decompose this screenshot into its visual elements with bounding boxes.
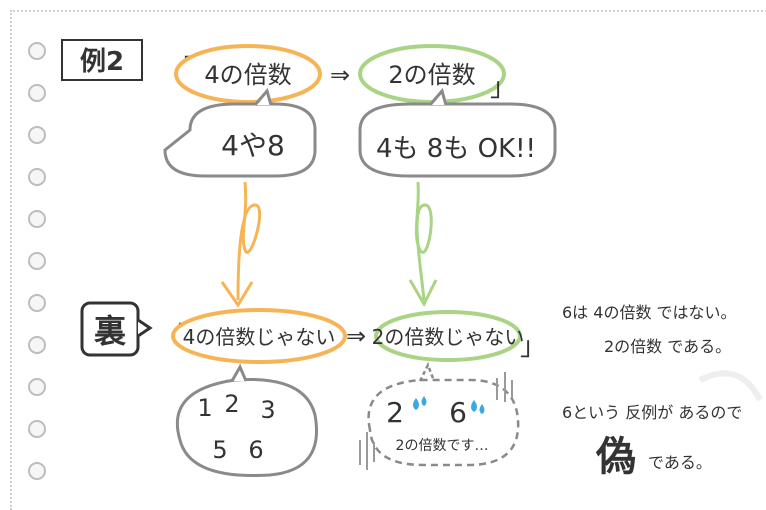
arrow-right-head — [408, 279, 438, 308]
bubble-left — [163, 102, 317, 178]
bubble-right-text: 4も 8も OK!! — [376, 134, 536, 164]
bubble-counter-tail — [418, 361, 436, 382]
arrow-left-head — [220, 281, 254, 308]
ura-label: 裏 — [94, 312, 127, 350]
example-label-box — [61, 39, 143, 81]
sweat-drop-icon — [479, 404, 485, 414]
bottom-right-label: 2の倍数じゃない — [372, 325, 525, 349]
bubble-right-tail — [428, 87, 448, 106]
explanation-line2: 2の倍数 である。 — [604, 337, 731, 356]
binder-hole — [28, 420, 46, 438]
explanation-big: 偽 — [595, 434, 636, 480]
arrow-right — [414, 181, 433, 301]
number-2: 2 — [224, 390, 239, 418]
number-6: 6 — [248, 436, 263, 464]
bubble-right — [358, 102, 557, 178]
shock-lines — [359, 372, 513, 470]
arrow-left — [236, 181, 262, 301]
binder-hole — [28, 168, 46, 186]
binder-hole — [28, 252, 46, 270]
explanation-line4: である。 — [648, 453, 712, 472]
top-left-oval — [174, 44, 322, 104]
sweat-drop-icon — [413, 398, 419, 410]
number-5: 5 — [212, 436, 227, 464]
binder-hole — [28, 126, 46, 144]
explanation-line1: 6は 4の倍数 ではない。 — [562, 303, 737, 322]
binder-hole — [28, 42, 46, 60]
binder-hole — [28, 336, 46, 354]
bubble-numbers-tail — [230, 363, 248, 382]
bubble-left-tail — [253, 87, 273, 106]
binder-hole — [28, 210, 46, 228]
top-left-label: 4の倍数 — [204, 61, 291, 89]
binder-hole — [28, 84, 46, 102]
binder-hole — [28, 294, 46, 312]
sweat-drop-icon — [471, 400, 477, 412]
counter-note: 2の倍数です… — [396, 438, 489, 454]
binder-hole — [28, 378, 46, 396]
bottom-left-label: 4の倍数じゃない — [183, 325, 336, 349]
counter-number-6: 6 — [449, 396, 467, 429]
ura-label-pointer — [137, 318, 153, 338]
example-label: 例2 — [80, 47, 124, 77]
number-3: 3 — [260, 396, 275, 424]
top-implies: ⇒ — [330, 61, 350, 89]
binder-hole — [28, 462, 46, 480]
bottom-left-oval — [171, 308, 347, 364]
number-1: 1 — [197, 394, 212, 422]
watermark — [698, 370, 763, 402]
bubble-left-text: 4や8 — [221, 129, 285, 162]
bottom-right-oval — [374, 310, 522, 362]
counter-number-2: 2 — [386, 396, 404, 429]
top-right-label: 2の倍数 — [388, 61, 475, 89]
explanation-line3: 6という 反例が あるので — [562, 403, 742, 422]
bottom-implies: ⇒ — [346, 322, 366, 350]
bottom-bracket-close: 」 — [520, 332, 546, 362]
bubble-numbers — [175, 377, 318, 478]
bubble-counter — [367, 378, 520, 467]
top-bracket-close: 」 — [490, 73, 516, 103]
sweat-drop-icon — [421, 396, 427, 406]
